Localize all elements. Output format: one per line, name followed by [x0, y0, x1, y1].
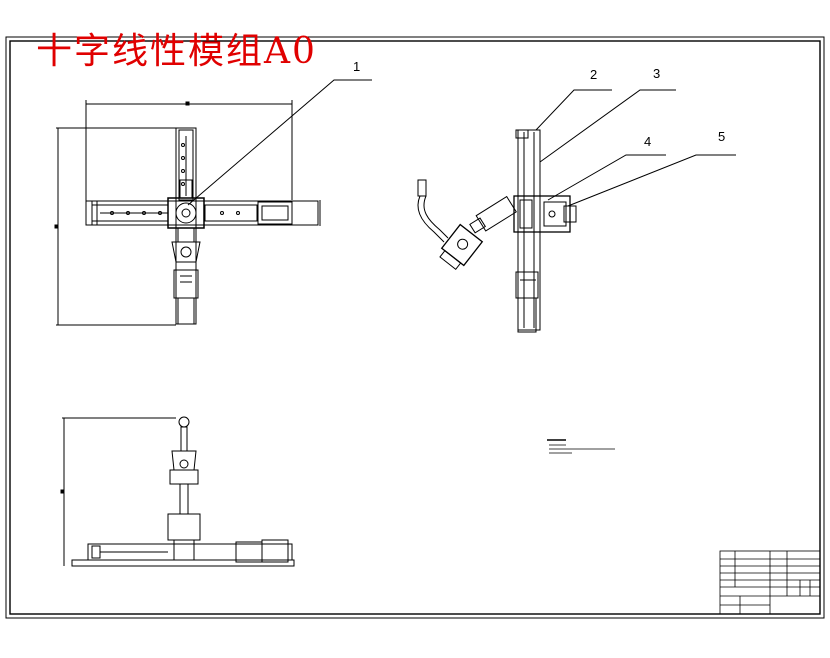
bottom-view: [60, 416, 295, 567]
side-view: [417, 129, 577, 333]
drawing-title: 十字线性模组A0: [36, 31, 317, 72]
leader-lines: [187, 79, 736, 207]
technical-notes: [547, 439, 615, 454]
inner-border: [9, 40, 821, 615]
title-block: [719, 550, 821, 615]
balloon-2: 2: [590, 67, 598, 82]
balloon-1: 1: [353, 59, 361, 74]
outer-border: [5, 36, 825, 619]
balloon-5: 5: [718, 129, 726, 144]
balloon-3: 3: [653, 66, 661, 81]
balloon-4: 4: [644, 134, 652, 149]
front-view: [54, 100, 321, 326]
